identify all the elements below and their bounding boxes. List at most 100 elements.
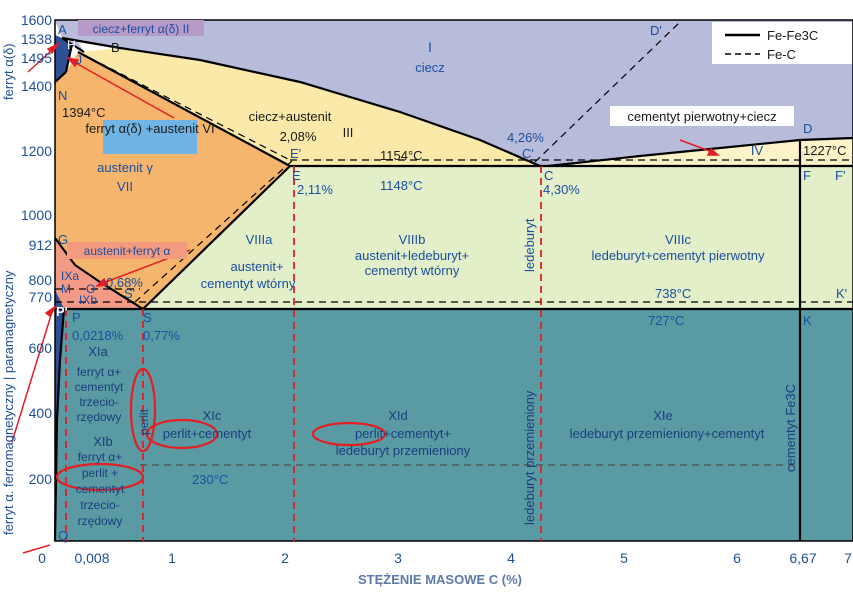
svg-text:G: G (58, 232, 68, 247)
svg-text:4,30%: 4,30% (543, 182, 580, 197)
svg-text:III: III (343, 125, 354, 140)
x-title: STĘŻENIE MASOWE C (%) (358, 572, 522, 587)
svg-text:IXb: IXb (79, 293, 97, 307)
svg-text:E': E' (290, 146, 301, 161)
region-liquid-austenite (78, 48, 540, 166)
svg-text:C': C' (522, 146, 534, 161)
svg-text:1154°C: 1154°C (380, 148, 423, 163)
svg-text:0,68%: 0,68% (106, 275, 143, 290)
svg-text:ledeburyt przemieniony+cementy: ledeburyt przemieniony+cementyt (570, 426, 765, 441)
svg-text:ledeburyt przemieniony: ledeburyt przemieniony (336, 443, 471, 458)
solid-lines (53, 36, 853, 542)
svg-text:perlit +: perlit + (82, 466, 118, 480)
svg-text:0,008: 0,008 (74, 550, 109, 566)
svg-text:1: 1 (168, 550, 176, 566)
svg-text:cementyt: cementyt (76, 482, 125, 496)
y-title-upper: ferryt α(δ) (1, 43, 16, 100)
red-dashed-lines (65, 166, 542, 541)
svg-text:J: J (76, 53, 82, 67)
legend-solid: Fe-Fe3C (767, 28, 818, 43)
svg-text:K: K (803, 313, 812, 328)
svg-text:1000: 1000 (21, 207, 52, 223)
region-delta-ferrite (55, 35, 72, 82)
svg-text:perlit+cementyt: perlit+cementyt (163, 426, 252, 441)
svg-text:1394°C: 1394°C (62, 105, 106, 120)
svg-text:727°C: 727°C (648, 313, 684, 328)
svg-text:200: 200 (29, 471, 53, 487)
svg-text:rzędowy: rzędowy (78, 514, 123, 528)
svg-text:XIa: XIa (88, 344, 108, 359)
svg-text:M: M (61, 282, 71, 296)
svg-text:3: 3 (394, 550, 402, 566)
svg-text:2: 2 (281, 550, 289, 566)
svg-text:738°C: 738°C (655, 286, 691, 301)
svg-text:S: S (143, 310, 152, 325)
svg-text:7: 7 (844, 550, 852, 566)
svg-text:VII: VII (117, 179, 133, 194)
y-title-middle: ferryt α. ferromagnetyczny | paramagnety… (1, 270, 16, 535)
svg-text:cementyt pierwotny+ciecz: cementyt pierwotny+ciecz (627, 109, 776, 124)
svg-text:5: 5 (620, 550, 628, 566)
svg-text:austenit+ferryt α: austenit+ferryt α (84, 244, 171, 258)
svg-text:4: 4 (507, 550, 515, 566)
region-low-temp (55, 309, 853, 541)
svg-text:cementyt wtórny: cementyt wtórny (201, 276, 296, 291)
svg-text:770: 770 (29, 289, 53, 305)
svg-text:D: D (803, 121, 812, 136)
svg-text:1200: 1200 (21, 143, 52, 159)
svg-text:C: C (544, 168, 553, 183)
dashed-lines (55, 21, 853, 303)
svg-text:trzecio-: trzecio- (79, 395, 118, 409)
legend-box (712, 22, 852, 64)
svg-text:perlit+cementyt+: perlit+cementyt+ (355, 426, 451, 441)
svg-text:2,08%: 2,08% (280, 129, 317, 144)
svg-text:400: 400 (29, 405, 53, 421)
svg-text:1400: 1400 (21, 78, 52, 94)
svg-text:230°C: 230°C (192, 472, 228, 487)
label-ledeburyt: ledeburyt (522, 218, 537, 272)
svg-text:O: O (86, 282, 95, 296)
svg-text:Q: Q (58, 528, 68, 543)
svg-text:6,67: 6,67 (789, 550, 816, 566)
svg-text:cementyt: cementyt (75, 380, 124, 394)
x-axis: 0 0,008 1 2 3 4 5 6 6,67 7 (38, 550, 852, 566)
label-ledeburyt-przem: ledeburyt przemieniony (522, 390, 537, 525)
svg-text:A: A (58, 22, 67, 37)
svg-text:4,26%: 4,26% (507, 130, 544, 145)
svg-text:1227°C: 1227°C (803, 143, 847, 158)
svg-text:ferryt α+: ferryt α+ (78, 450, 123, 464)
svg-text:600: 600 (29, 340, 53, 356)
svg-text:1538: 1538 (21, 31, 52, 47)
svg-text:VIIIc: VIIIc (665, 232, 692, 247)
svg-text:S': S' (124, 286, 135, 301)
svg-text:800: 800 (29, 272, 53, 288)
svg-text:I: I (428, 39, 432, 55)
svg-text:ferryt α+: ferryt α+ (77, 365, 122, 379)
svg-text:F: F (803, 168, 811, 183)
red-ellipses (55, 367, 387, 492)
svg-text:ciecz+austenit: ciecz+austenit (249, 109, 332, 124)
svg-text:ciecz: ciecz (415, 60, 445, 75)
svg-text:IXa: IXa (61, 269, 79, 283)
lower-region-labels: XIa ferryt α+ cementyt trzecio- rzędowy … (75, 344, 765, 528)
svg-text:F': F' (835, 168, 845, 183)
label-cementyt: cementyt Fe3C (783, 384, 798, 472)
svg-text:N: N (58, 88, 67, 103)
svg-text:B: B (111, 40, 120, 55)
svg-text:ledeburyt+cementyt pierwotny: ledeburyt+cementyt pierwotny (591, 248, 765, 263)
svg-text:cementyt wtórny: cementyt wtórny (365, 263, 460, 278)
svg-text:6: 6 (733, 550, 741, 566)
svg-text:XIb: XIb (93, 434, 113, 449)
svg-text:1495: 1495 (21, 50, 52, 66)
svg-text:H: H (67, 38, 76, 52)
svg-text:XIe: XIe (653, 408, 673, 423)
svg-text:0,0218%: 0,0218% (72, 328, 124, 343)
svg-text:XId: XId (388, 408, 408, 423)
svg-text:austenit+: austenit+ (230, 259, 283, 274)
svg-text:trzecio-: trzecio- (80, 498, 119, 512)
svg-text:austenit+ledeburyt+: austenit+ledeburyt+ (355, 248, 469, 263)
point-labels: A H J B N G M O E E' C C' D D' F F' K K'… (56, 22, 847, 543)
svg-text:VIIIb: VIIIb (399, 232, 426, 247)
svg-text:E: E (292, 168, 301, 183)
